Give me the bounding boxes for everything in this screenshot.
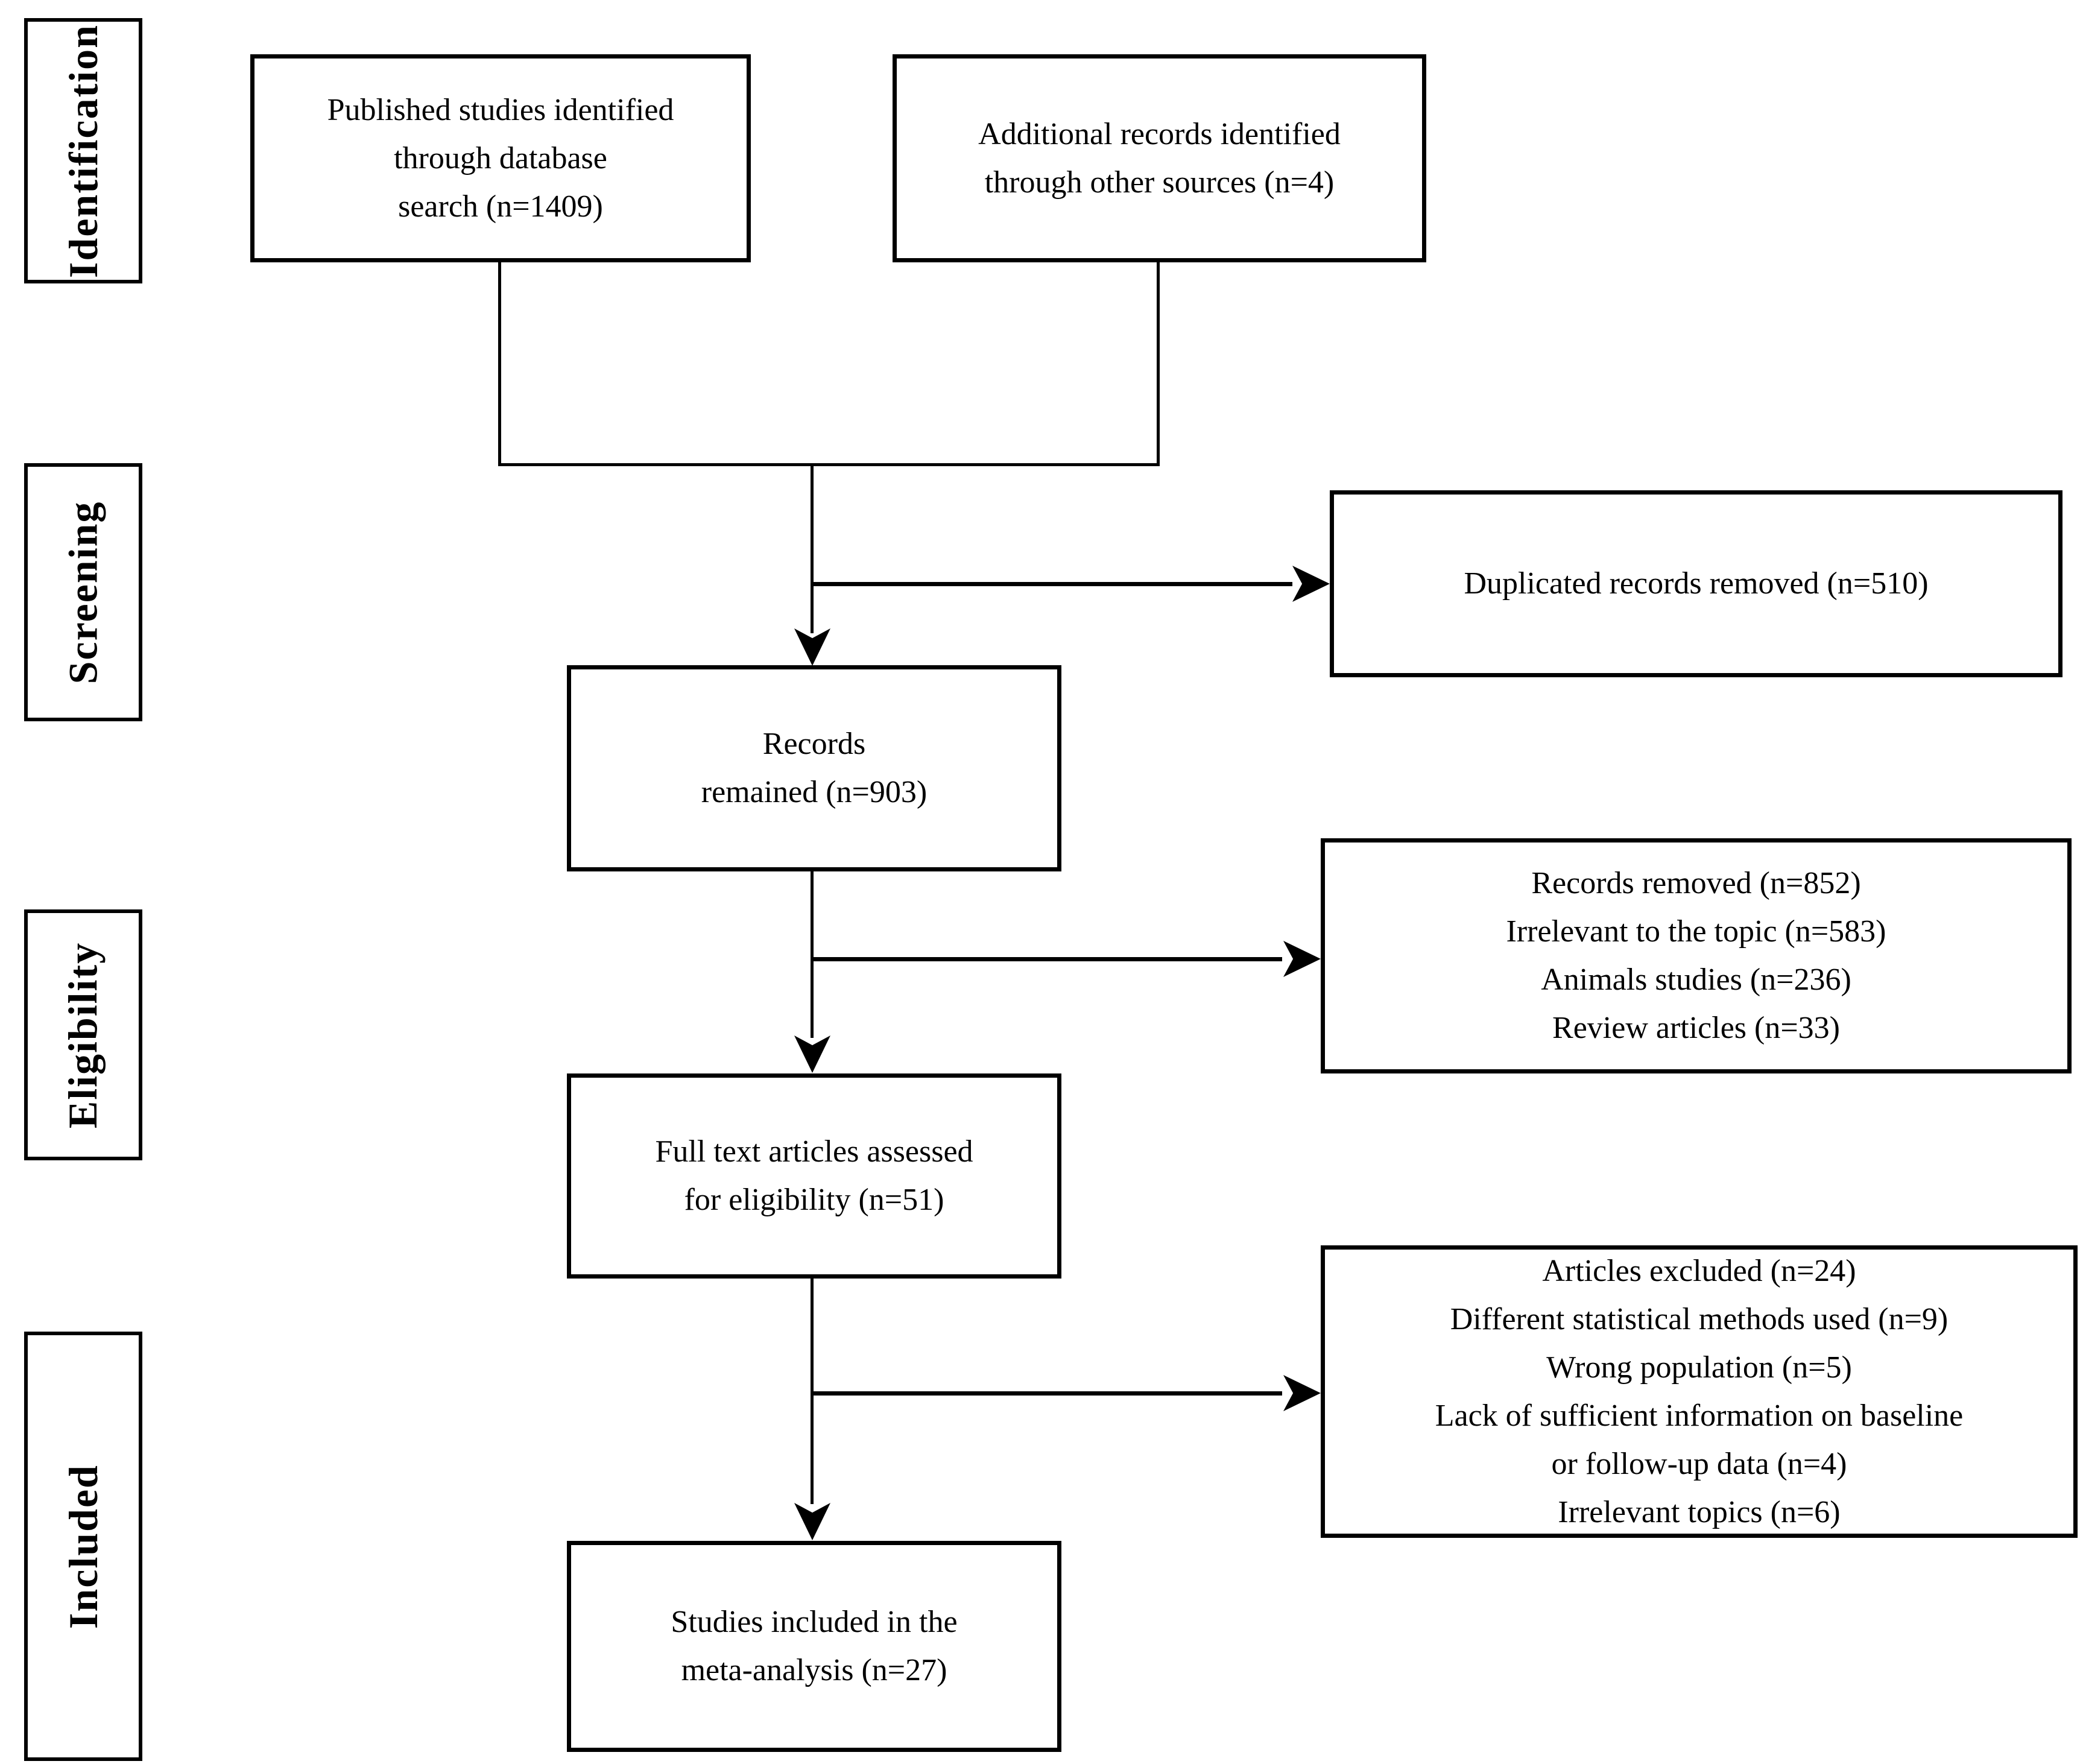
box-text-line: Irrelevant topics (n=6) xyxy=(1558,1494,1841,1529)
box-text-line: Articles excluded (n=24) xyxy=(1542,1253,1856,1288)
box-text-line: Duplicated records removed (n=510) xyxy=(1464,566,1929,601)
box-additional-records: Additional records identified through ot… xyxy=(893,54,1426,262)
arrow-to-studies xyxy=(811,1277,814,1504)
arrowhead-down-icon xyxy=(794,628,830,666)
arrow-to-fulltext xyxy=(811,870,814,1038)
box-text-line: remained (n=903) xyxy=(701,775,928,809)
box-text-line: Wrong population (n=5) xyxy=(1546,1350,1852,1385)
box-duplicated-removed: Duplicated records removed (n=510) xyxy=(1330,490,2062,677)
arrowhead-right-icon xyxy=(1283,1375,1321,1411)
arrowhead-right-icon xyxy=(1283,941,1321,977)
stage-screening: Screening xyxy=(24,463,142,721)
arrow-to-duplicated xyxy=(813,582,1292,586)
box-text-line: for eligibility (n=51) xyxy=(684,1183,944,1217)
box-records-remained: Records remained (n=903) xyxy=(567,665,1061,871)
arrowhead-right-icon xyxy=(1292,566,1330,602)
box-text-line: or follow-up data (n=4) xyxy=(1551,1446,1847,1481)
box-studies-included: Studies included in the meta-analysis (n… xyxy=(567,1541,1061,1752)
connector-v-right xyxy=(1157,261,1160,466)
box-text-line: Irrelevant to the topic (n=583) xyxy=(1506,914,1886,949)
connector-v-left xyxy=(498,261,501,466)
stage-included: Included xyxy=(24,1332,142,1761)
box-text-line: search (n=1409) xyxy=(398,189,603,224)
box-text-line: Published studies identified xyxy=(327,92,674,127)
arrow-to-remained xyxy=(811,463,814,633)
box-text-line: Additional records identified xyxy=(978,116,1341,151)
box-text-line: through database xyxy=(394,141,607,175)
connector-h-join xyxy=(498,463,1160,466)
stage-label: Included xyxy=(60,1464,106,1629)
box-text-line: Review articles (n=33) xyxy=(1552,1011,1840,1045)
box-fulltext-assessed: Full text articles assessed for eligibil… xyxy=(567,1073,1061,1279)
box-text-line: Studies included in the xyxy=(671,1605,958,1639)
box-text-line: Records removed (n=852) xyxy=(1531,866,1861,900)
stage-label: Eligibility xyxy=(60,941,106,1128)
box-records-removed: Records removed (n=852) Irrelevant to th… xyxy=(1321,838,2072,1073)
stage-label: Identification xyxy=(60,24,106,278)
arrowhead-down-icon xyxy=(794,1503,830,1540)
box-text-line: Different statistical methods used (n=9) xyxy=(1450,1301,1949,1336)
box-articles-excluded: Articles excluded (n=24) Different stati… xyxy=(1321,1245,2078,1538)
stage-identification: Identification xyxy=(24,18,142,283)
box-text-line: Lack of sufficient information on baseli… xyxy=(1435,1398,1964,1433)
box-text-line: Full text articles assessed xyxy=(655,1134,973,1169)
stage-label: Screening xyxy=(60,501,106,684)
box-text-line: Records xyxy=(762,727,866,761)
arrow-to-removed xyxy=(813,957,1282,961)
box-published-studies: Published studies identified through dat… xyxy=(250,54,751,262)
box-text-line: through other sources (n=4) xyxy=(984,165,1335,200)
box-text-line: meta-analysis (n=27) xyxy=(681,1653,947,1687)
box-text-line: Animals studies (n=236) xyxy=(1541,963,1851,997)
arrowhead-down-icon xyxy=(794,1035,830,1073)
stage-eligibility: Eligibility xyxy=(24,909,142,1160)
arrow-to-excluded xyxy=(813,1391,1282,1396)
